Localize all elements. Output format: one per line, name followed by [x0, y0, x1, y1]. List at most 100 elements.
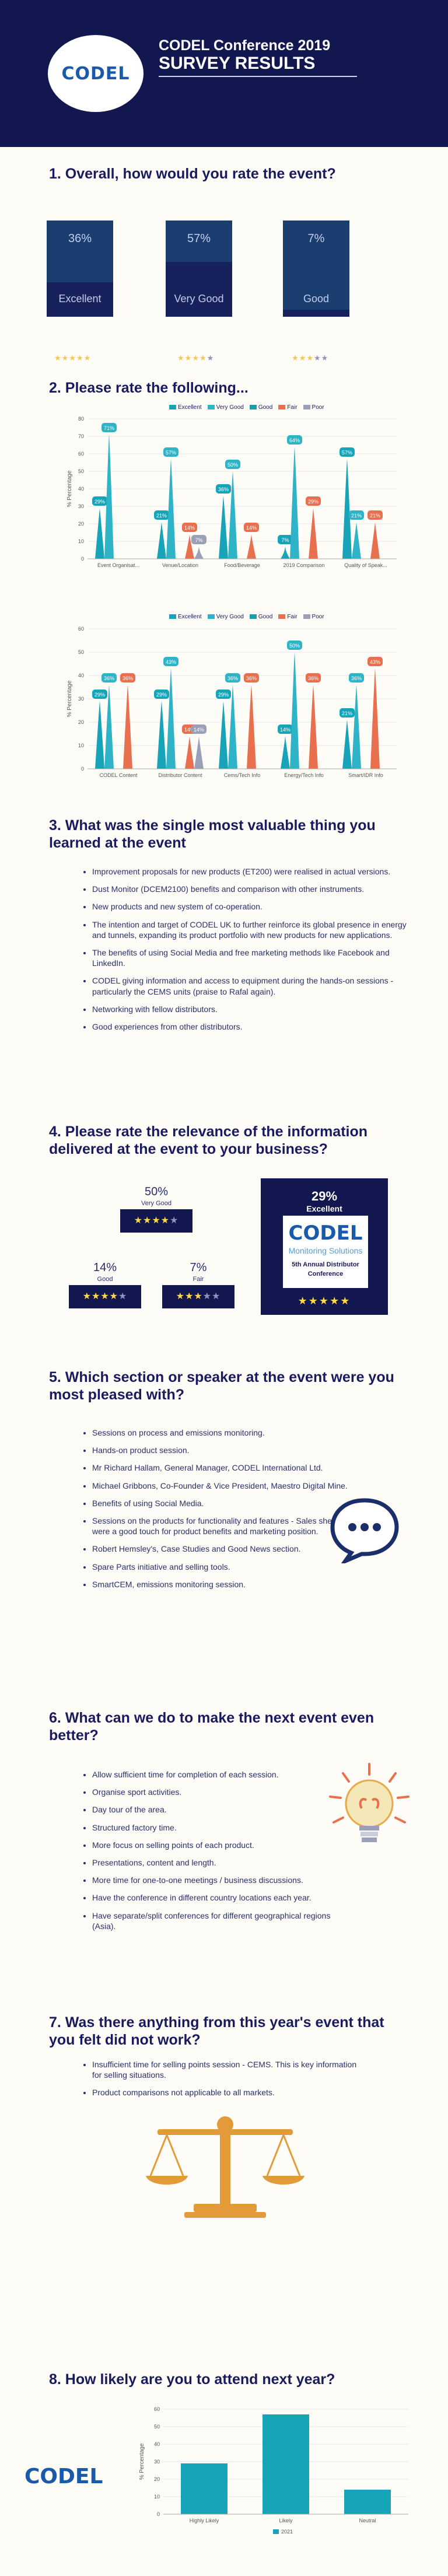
- x-tick-label: Event Organisat...: [97, 562, 139, 568]
- data-label-bubble: [368, 510, 383, 520]
- star-icon: ★: [306, 354, 314, 362]
- q3-list: Improvement proposals for new products (…: [92, 866, 419, 1039]
- data-label-bubble: [216, 690, 231, 699]
- y-tick-label: 10: [78, 538, 84, 544]
- chart-bar: [194, 547, 204, 559]
- legend-item: Excellent: [169, 614, 202, 620]
- list-item: The benefits of using Social Media and f…: [92, 947, 419, 968]
- data-label-bubble: [340, 708, 355, 718]
- list-item: Insufficient time for selling points ses…: [92, 2059, 360, 2080]
- star-icon: ★: [100, 1292, 110, 1301]
- y-tick-label: 10: [78, 743, 84, 748]
- star-icon: ★: [152, 1216, 161, 1226]
- list-item: More time for one-to-one meetings / busi…: [92, 1875, 349, 1885]
- data-label: 29%: [94, 692, 105, 698]
- list-item: CODEL giving information and access to e…: [92, 975, 419, 996]
- legend-swatch: [278, 614, 286, 620]
- data-label: 14%: [280, 727, 290, 733]
- list-item: Sessions on the products for functionali…: [92, 1516, 349, 1536]
- data-label: 21%: [156, 513, 167, 519]
- legend-item: Excellent: [169, 404, 202, 411]
- data-label: 14%: [184, 525, 195, 531]
- y-tick-label: 0: [81, 766, 84, 772]
- data-label: 43%: [370, 659, 380, 665]
- legend-item: Good: [249, 404, 272, 411]
- y-tick-label: 40: [78, 673, 84, 678]
- chart-bar: [95, 701, 104, 769]
- rating-fill: [166, 261, 232, 317]
- star-icon: ★: [83, 354, 92, 362]
- legend-item: Poor: [303, 404, 324, 411]
- chart-bar: [194, 736, 204, 769]
- data-label-bubble: [225, 460, 240, 469]
- chart-bar: [166, 668, 176, 769]
- y-tick-label: 0: [81, 556, 84, 562]
- q7-title: 7. Was there anything from this year's e…: [49, 2014, 384, 2048]
- star-icon: ★: [170, 1216, 179, 1226]
- data-label: 64%: [289, 438, 300, 443]
- star-icon: ★: [298, 1295, 309, 1307]
- data-label-bubble: [191, 724, 206, 734]
- codel-logo-footer: CODEL: [24, 2465, 103, 2488]
- data-label: 29%: [218, 692, 229, 698]
- star-icon: ★: [199, 354, 207, 362]
- list-item: Hands-on product session.: [92, 1445, 349, 1455]
- q5-list: Sessions on process and emissions monito…: [92, 1427, 349, 1597]
- legend-swatch: [207, 405, 215, 410]
- y-tick-label: 10: [154, 2494, 160, 2500]
- star-icon: ★: [299, 354, 307, 362]
- data-label: 21%: [342, 710, 352, 716]
- star-icon: ★: [160, 1216, 170, 1226]
- rating-label: Good: [303, 293, 330, 304]
- data-label-bubble: [278, 535, 293, 544]
- legend-label: Poor: [312, 614, 324, 620]
- list-item: Networking with fellow distributors.: [92, 1004, 419, 1014]
- data-label: 50%: [228, 462, 238, 468]
- list-item: Sessions on process and emissions monito…: [92, 1427, 349, 1438]
- chart-bar: [185, 736, 194, 769]
- star-icon: ★: [109, 1292, 119, 1301]
- y-tick-label: 50: [78, 649, 84, 655]
- lightbulb-icon: [329, 1763, 410, 1842]
- x-tick-label: Smart/IDR Info: [348, 772, 383, 778]
- chart-bar: [342, 459, 352, 559]
- list-item: Presentations, content and length.: [92, 1857, 349, 1868]
- rating-label: Excellent: [58, 293, 102, 304]
- featured-stars: ★★★★★: [261, 1295, 388, 1307]
- data-label: 29%: [156, 692, 167, 698]
- survey-results-title: SURVEY RESULTS: [159, 54, 316, 73]
- star-icon: ★: [76, 354, 84, 362]
- chart-bar: [309, 508, 318, 559]
- data-label-bubble: [225, 673, 240, 682]
- list-item: Day tour of the area.: [92, 1804, 349, 1815]
- featured-conference-line-2: Conference: [307, 1270, 344, 1278]
- data-label-bubble: [163, 657, 178, 666]
- x-tick-label: Highly Likely: [190, 2518, 219, 2524]
- header-divider: [159, 76, 357, 77]
- star-icon: ★: [313, 354, 321, 362]
- chart-bar: [157, 522, 166, 559]
- star-icon: ★: [318, 1295, 330, 1307]
- chart-bar: [290, 652, 299, 769]
- x-tick-label: CODEL Content: [100, 772, 138, 778]
- chart-bar: [219, 496, 228, 559]
- data-label-bubble: [154, 510, 169, 520]
- data-label: 57%: [342, 450, 352, 456]
- data-label-bubble: [340, 447, 355, 457]
- legend-swatch: [303, 405, 310, 410]
- legend-label: Excellent: [178, 404, 202, 411]
- star-icon: ★: [321, 354, 329, 362]
- relevance-percent: 7%: [190, 1261, 207, 1274]
- q6-list: Allow sufficient time for completion of …: [92, 1769, 349, 1938]
- data-label-bubble: [120, 673, 135, 682]
- y-tick-label: 40: [78, 486, 84, 492]
- legend-item: Very Good: [207, 614, 244, 620]
- legend-swatch: [303, 614, 310, 620]
- x-tick-label: Likely: [279, 2518, 293, 2524]
- x-tick-label: Venue/Location: [162, 562, 198, 568]
- chart-bar: [166, 459, 176, 559]
- x-tick-label: Energy/Tech Info: [284, 772, 324, 778]
- list-item: Improvement proposals for new products (…: [92, 866, 419, 877]
- list-item: Have separate/split conferences for diff…: [92, 1910, 349, 1931]
